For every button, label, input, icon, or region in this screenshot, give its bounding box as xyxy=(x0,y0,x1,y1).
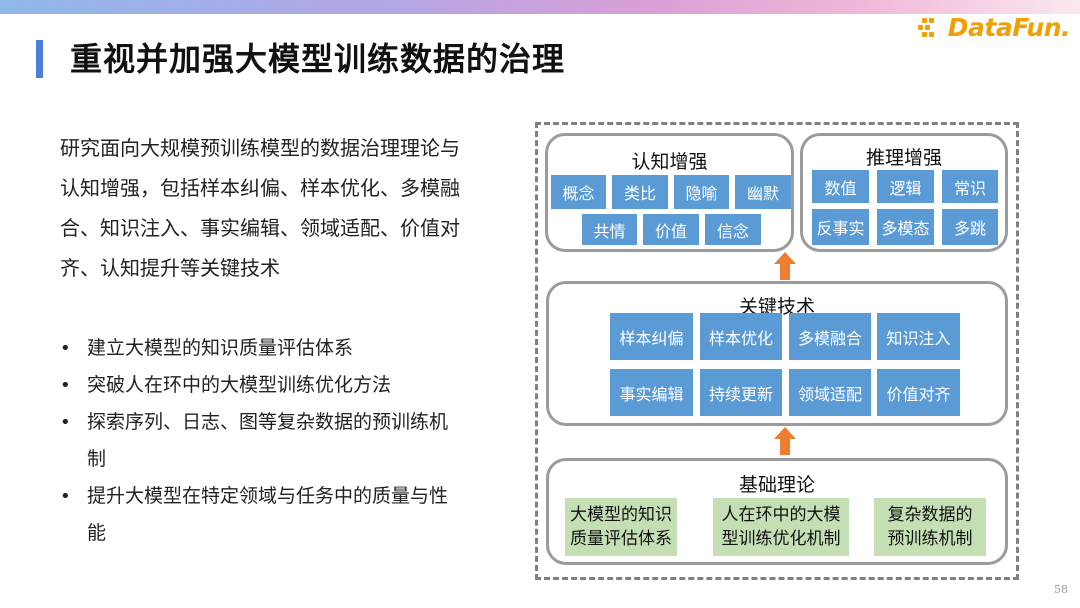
foundation-title: 基础理论 xyxy=(738,474,815,496)
key-tech-chip: 多模融合 xyxy=(789,313,871,360)
foundation-chip-line: 复杂数据的 xyxy=(887,505,973,525)
reasoning-panel: 推理增强 数值 逻辑 常识 反事实 多模态 多跳 xyxy=(800,133,1008,252)
foundation-chip-line: 型训练优化机制 xyxy=(721,529,841,549)
key-tech-panel: 关键技术 样本纠偏 样本优化 多模融合 知识注入 事实编辑 持续更新 领域适配 … xyxy=(546,281,1008,426)
cognition-chip: 隐喻 xyxy=(674,175,729,209)
reasoning-chip: 逻辑 xyxy=(877,170,934,203)
foundation-chip: 复杂数据的 预训练机制 xyxy=(874,498,986,556)
reasoning-chip: 多模态 xyxy=(877,209,934,245)
intro-paragraph: 研究面向大规模预训练模型的数据治理理论与认知增强，包括样本纠偏、样本优化、多模融… xyxy=(60,136,460,280)
up-arrow-icon xyxy=(774,252,796,280)
bullet-item: 探索序列、日志、图等复杂数据的预训练机制 xyxy=(60,404,460,478)
cognition-chip: 共情 xyxy=(582,214,637,245)
reasoning-chip: 多跳 xyxy=(942,209,998,245)
key-tech-chip: 事实编辑 xyxy=(610,369,693,416)
foundation-chip: 人在环中的大模 型训练优化机制 xyxy=(713,498,849,556)
cognition-chip: 幽默 xyxy=(735,175,791,209)
reasoning-chip: 数值 xyxy=(812,170,869,203)
page-number: 58 xyxy=(1054,583,1068,596)
cognition-chip: 类比 xyxy=(612,175,668,209)
logo-text: DataFun. xyxy=(947,12,1071,42)
foundation-chip-line: 人在环中的大模 xyxy=(721,505,841,525)
cognition-chip: 概念 xyxy=(551,175,606,209)
key-tech-chip: 知识注入 xyxy=(877,313,960,360)
key-tech-chip: 领域适配 xyxy=(789,369,871,416)
logo-dots-icon xyxy=(917,14,946,40)
bullet-item: 突破人在环中的大模型训练优化方法 xyxy=(60,367,460,404)
key-tech-chip: 样本纠偏 xyxy=(610,313,693,360)
top-gradient-bar xyxy=(0,0,1080,14)
reasoning-title: 推理增强 xyxy=(865,147,942,169)
key-tech-title: 关键技术 xyxy=(738,296,815,318)
cognition-title: 认知增强 xyxy=(631,151,708,173)
cognition-chip: 信念 xyxy=(705,214,761,245)
cognition-panel: 认知增强 概念 类比 隐喻 幽默 共情 价值 信念 xyxy=(545,133,794,252)
key-tech-chip: 样本优化 xyxy=(700,313,782,360)
bullet-item: 建立大模型的知识质量评估体系 xyxy=(60,330,460,367)
key-tech-chip: 持续更新 xyxy=(700,369,782,416)
cognition-chip: 价值 xyxy=(643,214,699,245)
foundation-chip: 大模型的知识 质量评估体系 xyxy=(565,498,677,556)
bullet-item: 提升大模型在特定领域与任务中的质量与性能 xyxy=(60,478,460,552)
reasoning-chip: 常识 xyxy=(942,170,998,203)
diagram-dashed-frame xyxy=(535,122,1019,580)
foundation-chip-line: 预训练机制 xyxy=(887,529,973,549)
bullet-list: 建立大模型的知识质量评估体系 突破人在环中的大模型训练优化方法 探索序列、日志、… xyxy=(60,330,460,552)
foundation-chip-line: 大模型的知识 xyxy=(570,505,672,525)
reasoning-chip: 反事实 xyxy=(812,209,869,245)
datafun-logo: DataFun. xyxy=(917,12,1071,42)
up-arrow-icon xyxy=(774,427,796,455)
key-tech-chip: 价值对齐 xyxy=(877,369,960,416)
foundation-chip-line: 质量评估体系 xyxy=(570,529,672,549)
title-accent-bar xyxy=(36,40,43,78)
page-title: 重视并加强大模型训练数据的治理 xyxy=(70,40,566,78)
foundation-panel: 基础理论 大模型的知识 质量评估体系 人在环中的大模 型训练优化机制 复杂数据的… xyxy=(546,458,1008,565)
